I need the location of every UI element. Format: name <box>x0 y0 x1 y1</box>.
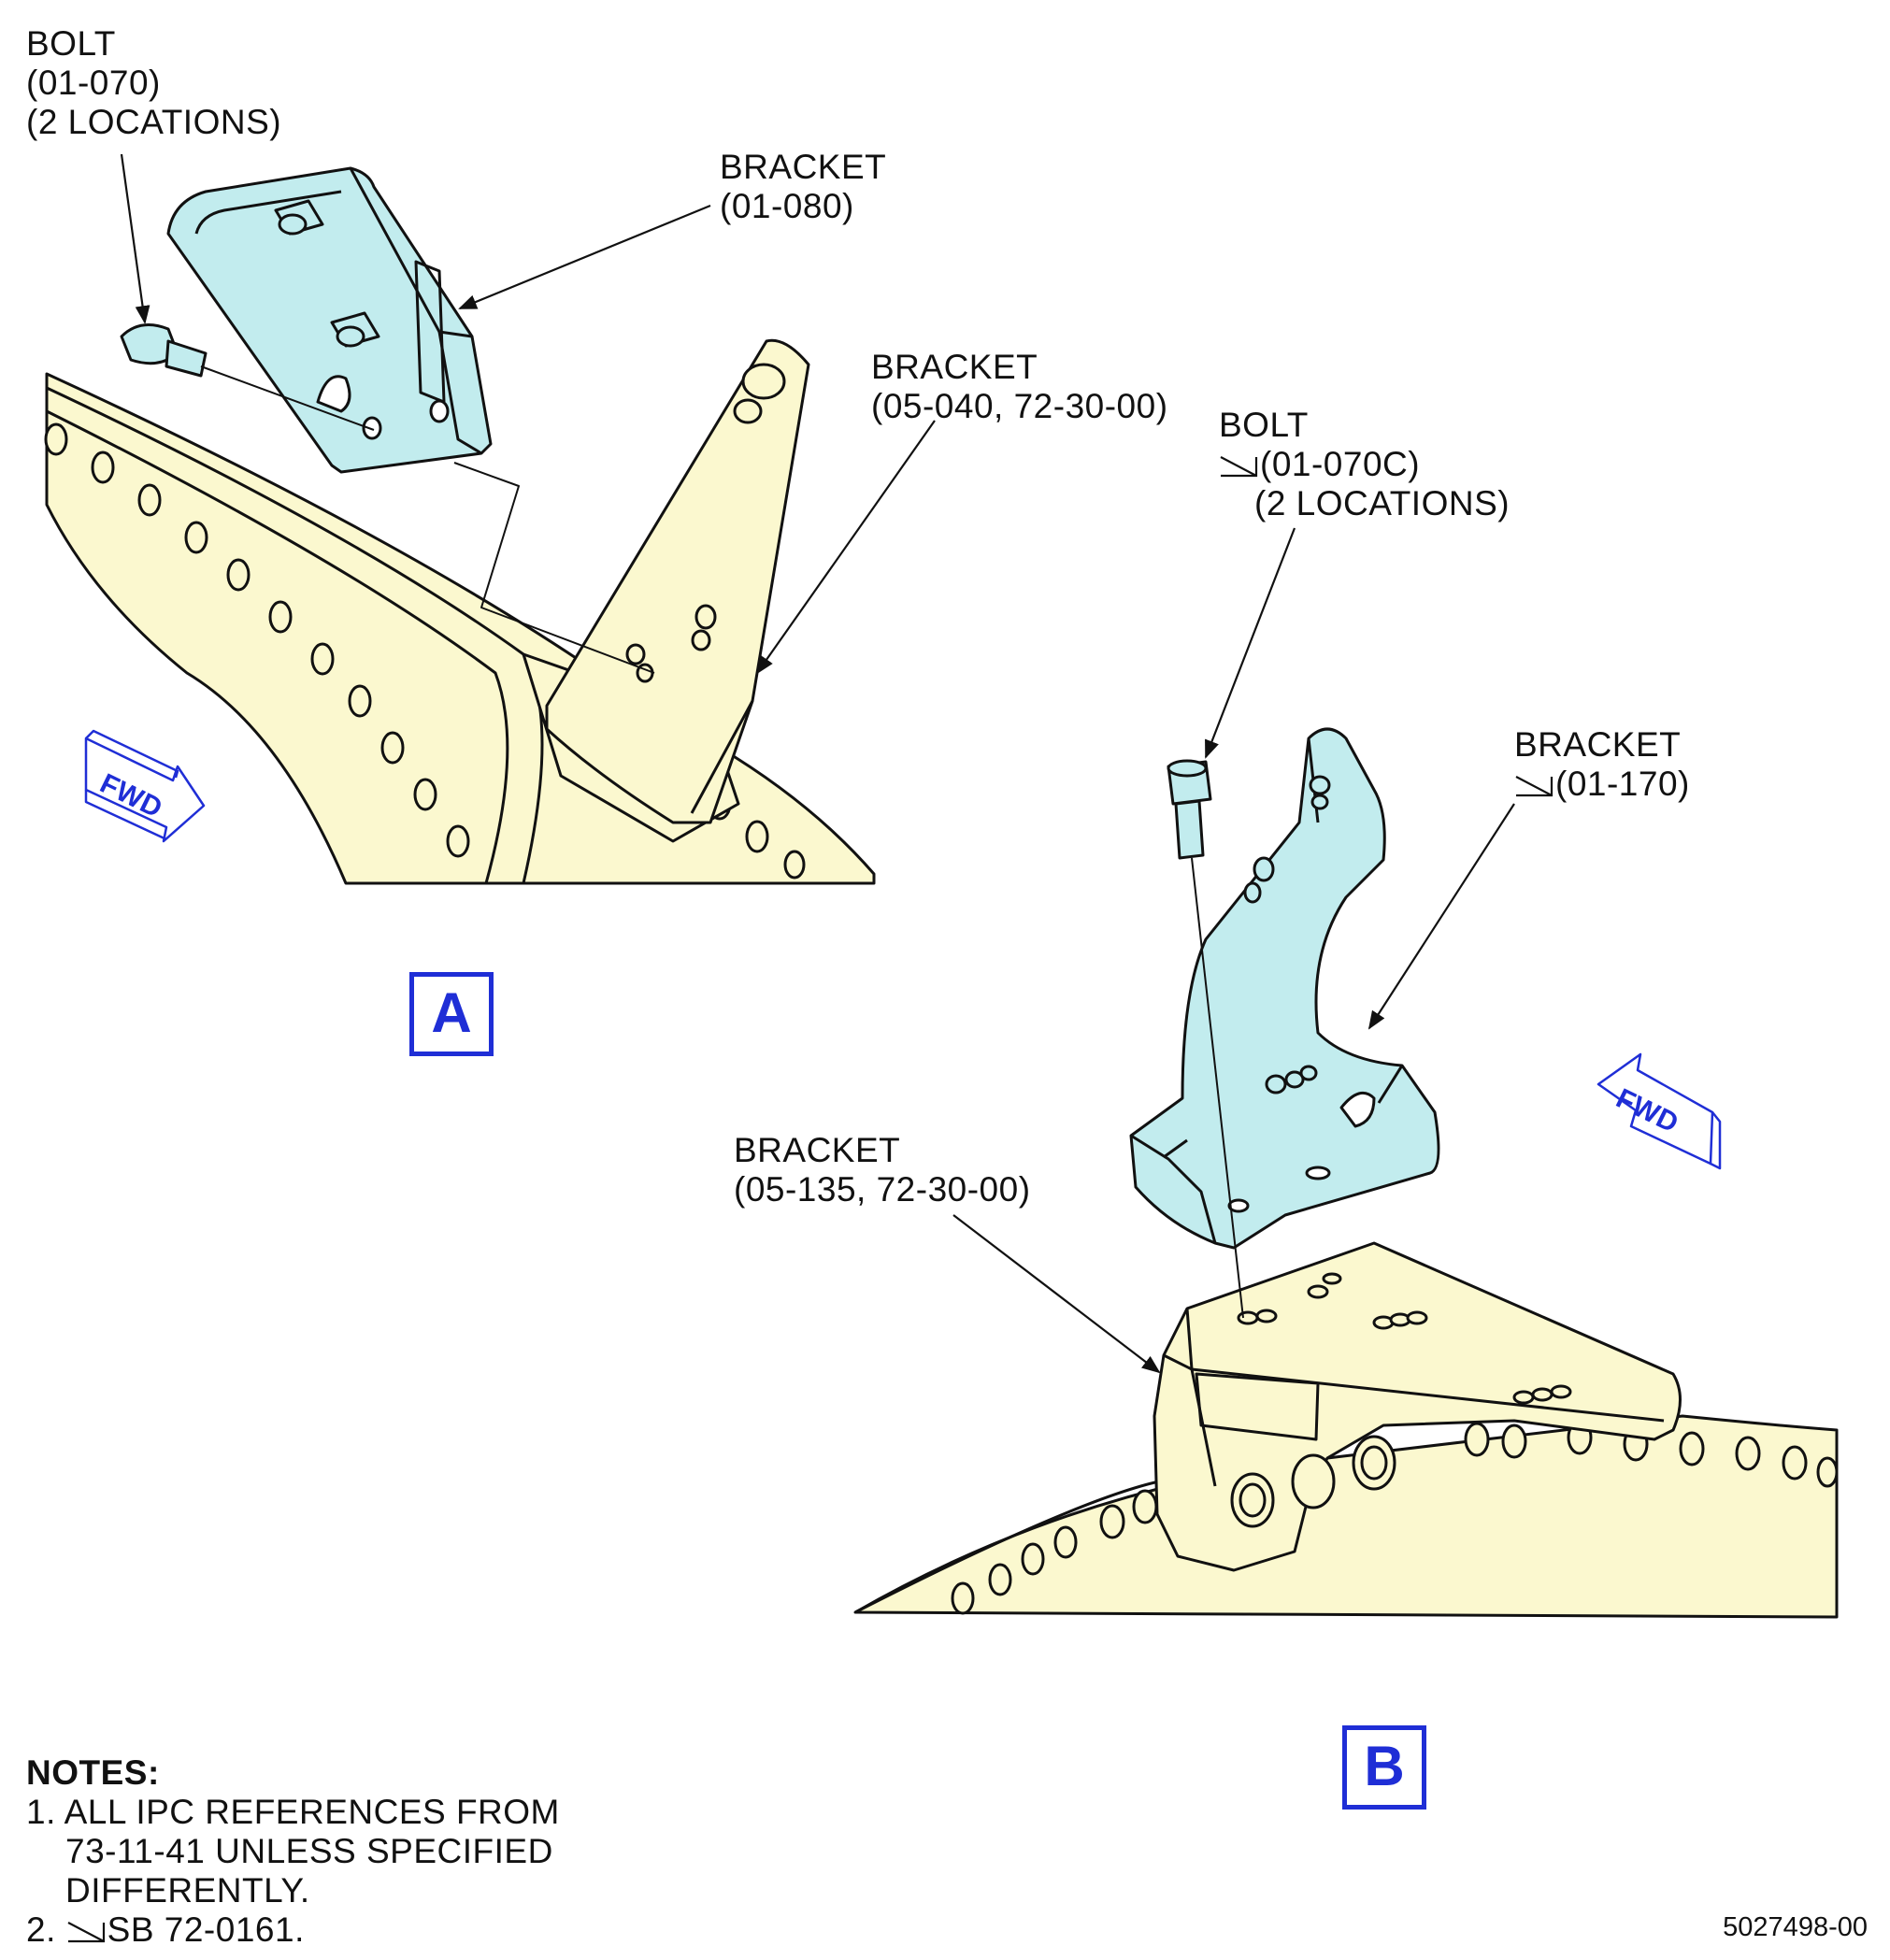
document-number: 5027498-00 <box>1723 1912 1868 1942</box>
note-2-text: SB 72-0161. <box>107 1910 305 1949</box>
callout-bolt-b-line2-row: (01-070C) <box>1219 445 1510 484</box>
bracket-05-135 <box>1153 1241 1682 1572</box>
bracket-01-080 <box>166 166 493 474</box>
service-bulletin-flag-icon <box>1220 456 1258 478</box>
ring-flange-a <box>46 386 544 884</box>
callout-bracket-05-135: BRACKET (05-135, 72-30-00) <box>734 1131 1031 1209</box>
fwd-arrow-b <box>1596 1052 1722 1170</box>
callout-bracket-135-line1: BRACKET <box>734 1131 901 1169</box>
callout-bracket-170-line2-row: (01-170) <box>1514 765 1690 804</box>
callout-bolt-a-line3: (2 LOCATIONS) <box>26 103 282 141</box>
bolt-01-070 <box>120 323 208 378</box>
bracket-05-040 <box>545 338 810 824</box>
view-a-drawing <box>44 166 876 885</box>
callout-bolt-a-line1: BOLT <box>26 24 116 63</box>
callout-bracket-170-line2: (01-170) <box>1555 765 1690 803</box>
note-2-number: 2. <box>26 1910 56 1949</box>
service-bulletin-flag-icon <box>67 1922 105 1943</box>
callout-bolt-01-070: BOLT (01-070) (2 LOCATIONS) <box>26 24 281 142</box>
note-1-line1: 1. ALL IPC REFERENCES FROM <box>26 1793 560 1831</box>
note-1-line3: DIFFERENTLY. <box>65 1871 310 1910</box>
ring-holes-b <box>951 1420 1839 1615</box>
notes-block: NOTES: 1. ALL IPC REFERENCES FROM 73-11-… <box>26 1753 560 1950</box>
view-label-a: A <box>409 972 494 1056</box>
notes-heading: NOTES: <box>26 1753 160 1792</box>
callout-bolt-b-line2: (01-070C) <box>1260 445 1421 483</box>
leaders-b <box>952 527 1515 1374</box>
callout-bracket-135-line2: (05-135, 72-30-00) <box>734 1170 1031 1209</box>
callout-bracket-080-line2: (01-080) <box>720 187 854 225</box>
bolt-01-070c <box>1167 759 1212 860</box>
leaders-a <box>120 153 936 675</box>
note-2: 2. SB 72-0161. <box>26 1910 560 1950</box>
callout-bracket-040-line1: BRACKET <box>871 348 1038 386</box>
callout-bracket-05-040: BRACKET (05-040, 72-30-00) <box>871 348 1168 426</box>
view-label-b: B <box>1342 1725 1426 1810</box>
note-1-line2: 73-11-41 UNLESS SPECIFIED <box>65 1832 553 1870</box>
callout-bolt-a-line2: (01-070) <box>26 64 161 102</box>
service-bulletin-flag-icon <box>1515 776 1554 797</box>
callout-bolt-b-line1: BOLT <box>1219 406 1309 444</box>
callout-bracket-080-line1: BRACKET <box>720 148 887 186</box>
callout-bolt-01-070c: BOLT (01-070C) (2 LOCATIONS) <box>1219 406 1510 523</box>
callout-bolt-b-line3: (2 LOCATIONS) <box>1254 484 1511 522</box>
callout-bracket-170-line1: BRACKET <box>1514 725 1682 764</box>
view-b-drawing <box>853 727 1839 1619</box>
callout-bracket-01-080: BRACKET (01-080) <box>720 148 886 226</box>
callout-bracket-01-170: BRACKET (01-170) <box>1514 725 1690 804</box>
fwd-arrow-a <box>84 729 206 843</box>
callout-bracket-040-line2: (05-040, 72-30-00) <box>871 387 1168 425</box>
